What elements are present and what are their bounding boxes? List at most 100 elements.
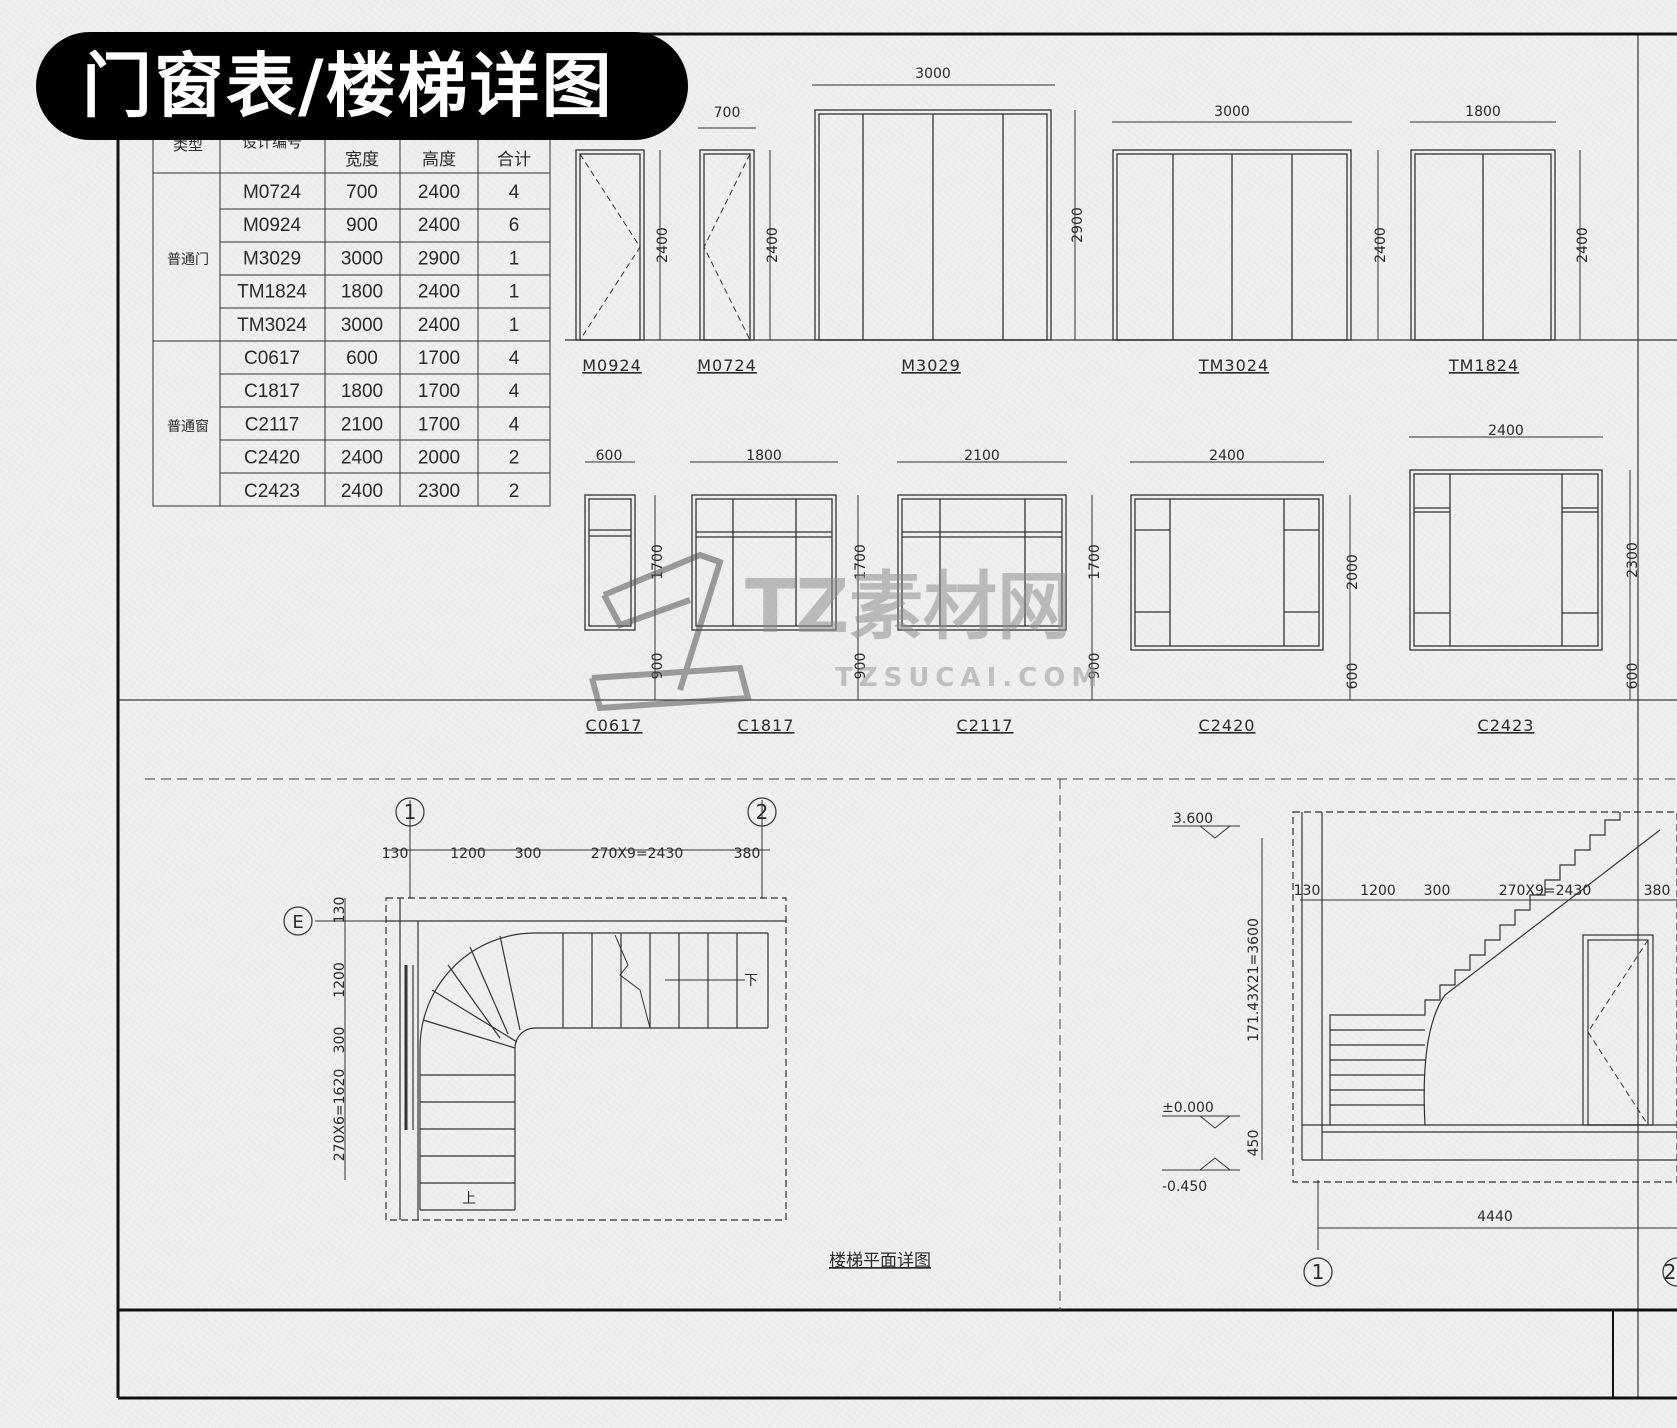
table-cell: 2400 bbox=[341, 481, 383, 502]
door-width-dim: 1800 bbox=[1465, 104, 1501, 120]
window-label: C2423 bbox=[1478, 716, 1535, 735]
section-axis-bubble-2: 2 bbox=[1664, 1260, 1677, 1284]
table-cell: C2420 bbox=[244, 448, 300, 469]
table-cell: 2400 bbox=[418, 182, 460, 203]
window-width-dim: 2100 bbox=[964, 448, 1000, 464]
section-dim-top: 1200 bbox=[1360, 883, 1396, 899]
table-cell: 4 bbox=[509, 414, 520, 435]
level-top: 3.600 bbox=[1173, 811, 1213, 827]
table-cell: 1 bbox=[509, 248, 520, 269]
door-width-dim: 3000 bbox=[1214, 104, 1250, 120]
window-width-dim: 2400 bbox=[1209, 448, 1245, 464]
axis-bubble-2: 2 bbox=[756, 800, 769, 824]
level-bottom: -0.450 bbox=[1162, 1179, 1207, 1195]
table-cell: 1700 bbox=[418, 348, 460, 369]
section-dim-top: 300 bbox=[1424, 883, 1451, 899]
door-height-dim: 2400 bbox=[765, 227, 781, 263]
table-cell: TM1824 bbox=[237, 282, 307, 303]
axis-bubble-1: 1 bbox=[404, 800, 417, 824]
door-height-dim: 2400 bbox=[1575, 227, 1591, 263]
plan-dim-top: 1200 bbox=[450, 846, 486, 862]
door-height-dim: 2400 bbox=[655, 227, 671, 263]
table-cell: 2300 bbox=[418, 481, 460, 502]
stair-section-texts: 3.600 ±0.000 -0.450 130 1200 300 270X9=2… bbox=[1162, 811, 1676, 1284]
window-labels: C0617 C1817 C2117 C2420 C2423 bbox=[586, 716, 1535, 735]
table-cell: M3029 bbox=[243, 248, 301, 269]
door-width-dim: 3000 bbox=[915, 66, 951, 82]
window-label: C2420 bbox=[1199, 716, 1256, 735]
table-cell: C0617 bbox=[244, 348, 300, 369]
section-height-dim: 171.43X21=3600 bbox=[1246, 918, 1262, 1042]
stair-section bbox=[1162, 811, 1677, 1287]
stair-plan-title: 楼梯平面详图 bbox=[829, 1251, 931, 1271]
stair-down-label: 下 bbox=[744, 973, 758, 989]
plan-dim-top: 270X9=2430 bbox=[591, 846, 684, 862]
window-sill-dim: 600 bbox=[1625, 663, 1641, 690]
header-height: 高度 bbox=[422, 150, 456, 169]
group-doors-label: 普通门 bbox=[167, 251, 209, 267]
table-cell: M0924 bbox=[243, 215, 302, 236]
door-label: M0724 bbox=[697, 356, 757, 375]
stair-up-label: 上 bbox=[462, 1191, 476, 1207]
watermark: TZ素材网 TZSUCAI.COM bbox=[589, 551, 1103, 712]
table-cell: 1700 bbox=[418, 381, 460, 402]
window-label: C2117 bbox=[957, 716, 1014, 735]
watermark-logo-icon bbox=[589, 551, 752, 712]
table-cell: 3000 bbox=[341, 248, 383, 269]
table-cell: 1800 bbox=[341, 381, 383, 402]
group-windows-label: 普通窗 bbox=[167, 418, 209, 434]
door-elevations bbox=[565, 84, 1677, 341]
plan-dim-top: 130 bbox=[382, 846, 409, 862]
door-label: TM3024 bbox=[1198, 356, 1269, 375]
stair-plan bbox=[283, 797, 787, 1221]
window-sill-dim: 600 bbox=[1345, 663, 1361, 690]
stair-plan-texts: 1 2 E 130 1200 300 270X9=2430 380 130 12… bbox=[292, 800, 931, 1271]
section-separators bbox=[145, 778, 1677, 1310]
window-width-dim: 2400 bbox=[1488, 423, 1524, 439]
door-height-dim: 2900 bbox=[1070, 207, 1086, 243]
table-cell: 2900 bbox=[418, 248, 460, 269]
table-cell: C1817 bbox=[244, 381, 300, 402]
section-axis-bubble-1: 1 bbox=[1312, 1260, 1325, 1284]
window-elevations bbox=[584, 436, 1631, 700]
table-cell: 4 bbox=[509, 381, 520, 402]
table-cell: 1700 bbox=[418, 414, 460, 435]
door-dimensions: 700 3000 3000 1800 2400 2400 2900 2400 2… bbox=[655, 66, 1591, 263]
section-dim-top: 380 bbox=[1644, 883, 1671, 899]
door-label: M0924 bbox=[582, 356, 642, 375]
table-cell: 1 bbox=[509, 282, 520, 303]
schedule-table bbox=[152, 127, 551, 507]
table-cell: 2400 bbox=[418, 282, 460, 303]
window-label: C1817 bbox=[738, 716, 795, 735]
door-width-dim: 700 bbox=[714, 105, 741, 121]
table-cell: 1800 bbox=[341, 282, 383, 303]
window-height-dim: 1700 bbox=[853, 544, 869, 580]
table-cell: 4 bbox=[509, 182, 520, 203]
door-height-dim: 2400 bbox=[1373, 227, 1389, 263]
watermark-url: TZSUCAI.COM bbox=[835, 663, 1103, 693]
window-label: C0617 bbox=[586, 716, 643, 735]
plan-dim-left: 1200 bbox=[332, 962, 348, 998]
table-cell: C2117 bbox=[245, 414, 300, 435]
table-cell: 2400 bbox=[341, 448, 383, 469]
table-cell: 2100 bbox=[341, 414, 383, 435]
door-label: TM1824 bbox=[1448, 356, 1519, 375]
table-cell: 700 bbox=[346, 182, 378, 203]
table-cell: 3000 bbox=[341, 315, 383, 336]
header-type: 类型 bbox=[173, 137, 203, 154]
door-labels: M0924 M0724 M3029 TM3024 TM1824 bbox=[582, 356, 1519, 375]
table-cell: 2400 bbox=[418, 215, 460, 236]
watermark-brand: TZ素材网 bbox=[745, 564, 1071, 650]
table-cell: 2400 bbox=[418, 315, 460, 336]
plan-dim-left: 300 bbox=[332, 1027, 348, 1054]
section-dim-top: 270X9=2430 bbox=[1499, 883, 1592, 899]
table-cell: 2 bbox=[509, 448, 520, 469]
level-ground: ±0.000 bbox=[1162, 1100, 1214, 1116]
plan-dim-left: 270X6=1620 bbox=[332, 1069, 348, 1162]
window-height-dim: 2300 bbox=[1625, 542, 1641, 578]
plan-dim-top: 300 bbox=[515, 846, 542, 862]
axis-bubble-e: E bbox=[292, 912, 303, 933]
